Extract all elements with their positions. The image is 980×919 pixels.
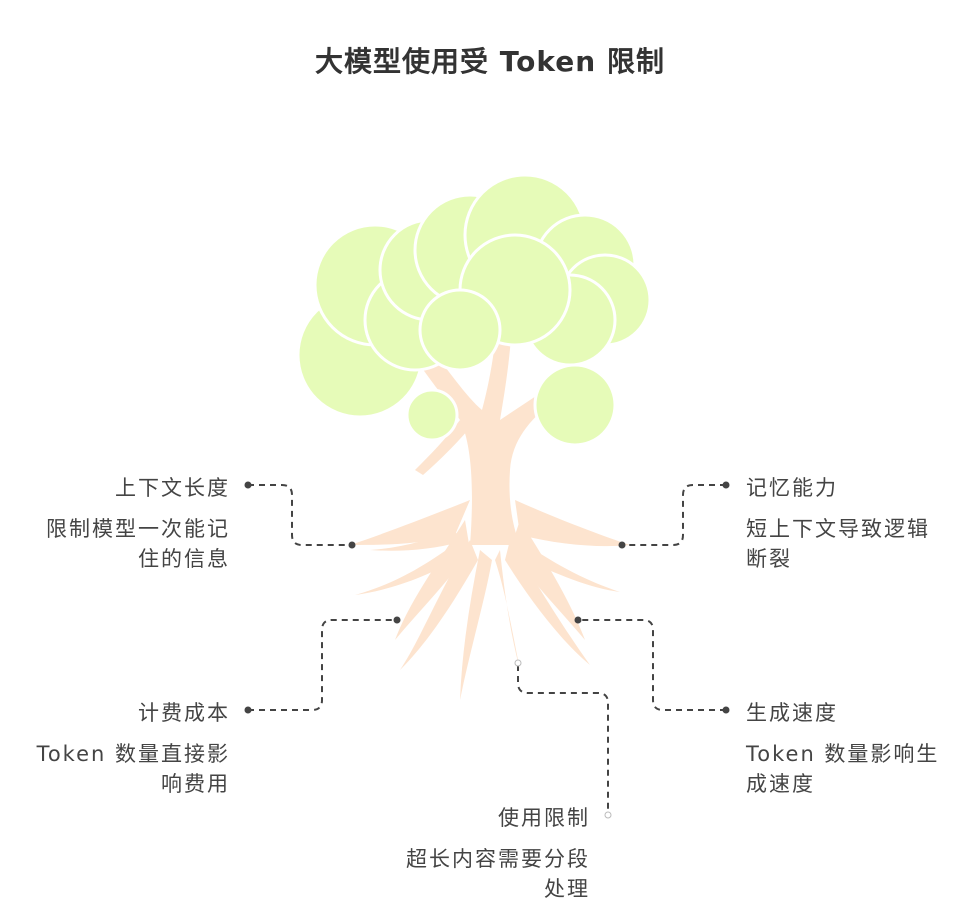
desc-line: 成速度 xyxy=(746,769,976,799)
node-label-memory: 记忆能力 xyxy=(746,472,838,502)
node-label-speed: 生成速度 xyxy=(746,697,838,727)
desc-line: 短上下文导致逻辑 xyxy=(746,514,976,544)
desc-line: 超长内容需要分段 xyxy=(350,844,590,874)
page-title: 大模型使用受 Token 限制 xyxy=(0,40,980,80)
node-label-cost: 计费成本 xyxy=(138,697,230,727)
desc-line: 处理 xyxy=(350,874,590,904)
node-desc-context-length: 限制模型一次能记 住的信息 xyxy=(0,514,230,574)
node-label-usage: 使用限制 xyxy=(498,802,590,832)
connector-usage xyxy=(518,665,608,815)
node-desc-memory: 短上下文导致逻辑 断裂 xyxy=(746,514,976,574)
desc-line: 断裂 xyxy=(746,544,976,574)
desc-line: Token 数量影响生 xyxy=(746,739,976,769)
connector-memory xyxy=(622,485,726,545)
desc-line: 限制模型一次能记 xyxy=(0,514,230,544)
connector-cost xyxy=(248,620,397,710)
node-desc-speed: Token 数量影响生 成速度 xyxy=(746,739,976,799)
node-desc-usage: 超长内容需要分段 处理 xyxy=(350,844,590,904)
node-desc-cost: Token 数量直接影 响费用 xyxy=(0,739,230,799)
desc-line: Token 数量直接影 xyxy=(0,739,230,769)
desc-line: 响费用 xyxy=(0,769,230,799)
connector-speed xyxy=(578,620,726,710)
desc-line: 住的信息 xyxy=(0,544,230,574)
node-label-context-length: 上下文长度 xyxy=(115,472,230,502)
connector-context-length xyxy=(248,485,352,545)
connector-open-dots xyxy=(515,660,611,818)
